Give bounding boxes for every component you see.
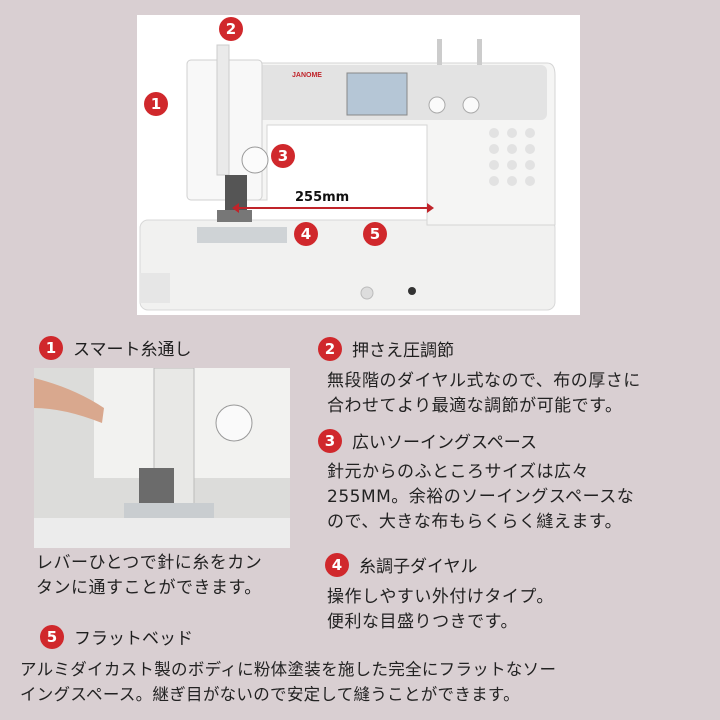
feature-3-desc: 針元からのふところサイズは広々 255MM。余裕のソーイングスペースな ので、大… — [327, 460, 634, 535]
feature-3-title-text: 広いソーイングスペース — [352, 433, 537, 453]
feature-2-desc: 無段階のダイヤル式なので、布の厚さに 合わせてより最適な調節が可能です。 — [327, 369, 641, 419]
badge-3: 3 — [271, 144, 295, 168]
feature-1-title-text: スマート糸通し — [73, 340, 192, 360]
badge-1: 1 — [144, 92, 168, 116]
brand-logo: JANOME — [292, 72, 322, 79]
feature-2-line: 無段階のダイヤル式なので、布の厚さに — [327, 371, 641, 391]
measure-label: 255mm — [295, 190, 350, 205]
feature-3-line: 針元からのふところサイズは広々 — [327, 462, 589, 482]
feature-1-desc: レバーひとつで針に糸をカン タンに通すことができます。 — [36, 551, 262, 601]
feature-3-badge: 3 — [318, 428, 342, 453]
feature-5-title: 5 フラットベッド — [40, 624, 193, 649]
feature-5-line: イングスペース。継ぎ目がないので安定して縫うことができます。 — [20, 685, 520, 704]
feature-4-badge: 4 — [325, 552, 349, 577]
feature-5-badge: 5 — [40, 624, 64, 649]
feature-3-line: ので、大きな布もらくらく縫えます。 — [327, 512, 623, 532]
feature-1-line: レバーひとつで針に糸をカン — [36, 553, 263, 573]
feature-2-title: 2 押さえ圧調節 — [318, 336, 454, 361]
sewing-machine-illustration: JANOME — [139, 39, 556, 311]
badge-2: 2 — [219, 17, 243, 41]
feature-1-line: タンに通すことができます。 — [36, 578, 262, 598]
feature-1-title: 1 スマート糸通し — [39, 335, 192, 360]
feature-4-line: 操作しやすい外付けタイプ。 — [327, 587, 554, 607]
sewing-machine-photo: JANOME — [137, 15, 580, 315]
badge-5: 5 — [363, 222, 387, 246]
feature-2-title-text: 押さえ圧調節 — [352, 341, 454, 361]
feature-1-badge: 1 — [39, 335, 63, 360]
feature-5-desc: アルミダイカスト製のボディに粉体塗装を施した完全にフラットなソー イングスペース… — [20, 657, 556, 707]
feature-5-title-text: フラットベッド — [74, 629, 193, 649]
badge-4: 4 — [294, 222, 318, 246]
feature-3-line: 255MM。余裕のソーイングスペースな — [327, 487, 635, 507]
feature-2-line: 合わせてより最適な調節が可能です。 — [327, 396, 623, 416]
feature-4-title: 4 糸調子ダイヤル — [325, 552, 478, 577]
feature-4-line: 便利な目盛りつきです。 — [327, 612, 518, 632]
feature-4-title-text: 糸調子ダイヤル — [359, 557, 478, 577]
threader-closeup-photo — [34, 368, 290, 548]
feature-4-desc: 操作しやすい外付けタイプ。 便利な目盛りつきです。 — [327, 585, 554, 635]
measure-arrow — [232, 203, 434, 213]
feature-2-badge: 2 — [318, 336, 342, 361]
feature-5-line: アルミダイカスト製のボディに粉体塗装を施した完全にフラットなソー — [20, 660, 557, 679]
closeup-illustration — [34, 368, 290, 548]
feature-3-title: 3 広いソーイングスペース — [318, 428, 537, 453]
